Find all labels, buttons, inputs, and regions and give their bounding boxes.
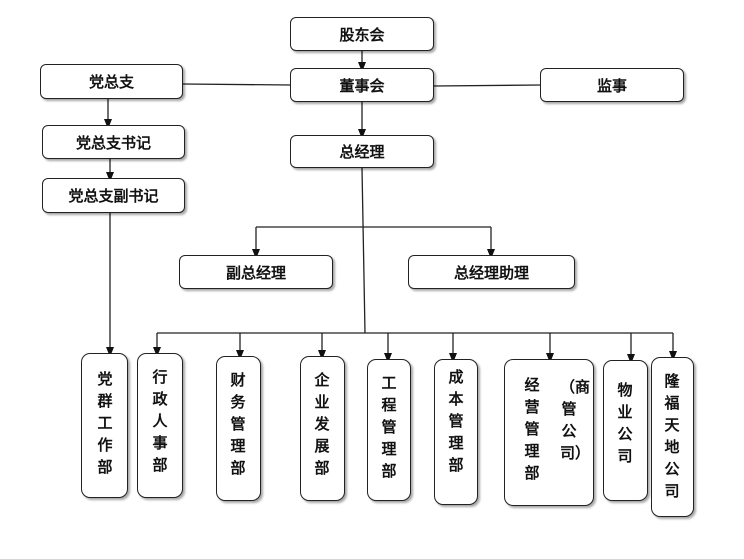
department-label: 物业公司 bbox=[617, 381, 633, 465]
department-box-operations: 经营管理部 （商管公司） bbox=[504, 359, 594, 506]
department-box-admin-hr: 行政人事部 bbox=[137, 353, 183, 498]
department-label: 财务管理部 bbox=[230, 371, 246, 477]
department-label-secondary: （商管公司） bbox=[560, 378, 591, 462]
supervisor-box: 监事 bbox=[540, 68, 684, 102]
party-branch-box: 党总支 bbox=[40, 64, 183, 99]
department-label: 企业发展部 bbox=[314, 371, 330, 477]
party-deputy-secretary-box: 党总支副书记 bbox=[42, 178, 185, 213]
gm-assistant-box: 总经理助理 bbox=[408, 255, 575, 289]
party-secretary-label: 党总支书记 bbox=[75, 133, 151, 152]
department-box-property: 物业公司 bbox=[603, 360, 648, 501]
gm-trunk bbox=[361, 167, 366, 334]
shareholders-meeting-box: 股东会 bbox=[290, 17, 434, 51]
department-box-engineering: 工程管理部 bbox=[367, 359, 411, 501]
department-label: 成本管理部 bbox=[448, 368, 464, 474]
edge-party-board bbox=[182, 83, 292, 86]
department-box-finance: 财务管理部 bbox=[216, 356, 261, 501]
department-label: 隆福天地公司 bbox=[664, 372, 680, 500]
general-manager-label: 总经理 bbox=[339, 143, 385, 161]
department-label: 党群工作部 bbox=[97, 370, 113, 476]
party-deputy-secretary-label: 党总支副书记 bbox=[68, 187, 159, 205]
board-label: 董事会 bbox=[339, 76, 385, 95]
department-box-cost: 成本管理部 bbox=[434, 359, 478, 505]
deputy-gm-label: 副总经理 bbox=[225, 263, 286, 282]
party-branch-label: 党总支 bbox=[88, 73, 134, 91]
edge-board-supervisor bbox=[433, 84, 542, 87]
department-box-enterprise-dev: 企业发展部 bbox=[300, 356, 345, 501]
department-label: 工程管理部 bbox=[381, 374, 397, 480]
gm-assistant-label: 总经理助理 bbox=[453, 263, 529, 282]
deputy-gm-box: 副总经理 bbox=[179, 255, 333, 289]
department-box-longfu-tiandi: 隆福天地公司 bbox=[651, 357, 694, 517]
supervisor-label: 监事 bbox=[596, 76, 627, 95]
department-box-party-work: 党群工作部 bbox=[81, 353, 128, 498]
general-manager-box: 总经理 bbox=[290, 135, 434, 168]
board-box: 董事会 bbox=[290, 68, 434, 102]
shareholders-label: 股东会 bbox=[339, 25, 385, 44]
department-label: 经营管理部 bbox=[524, 376, 540, 482]
party-secretary-box: 党总支书记 bbox=[42, 125, 185, 159]
department-label: 行政人事部 bbox=[152, 368, 168, 474]
